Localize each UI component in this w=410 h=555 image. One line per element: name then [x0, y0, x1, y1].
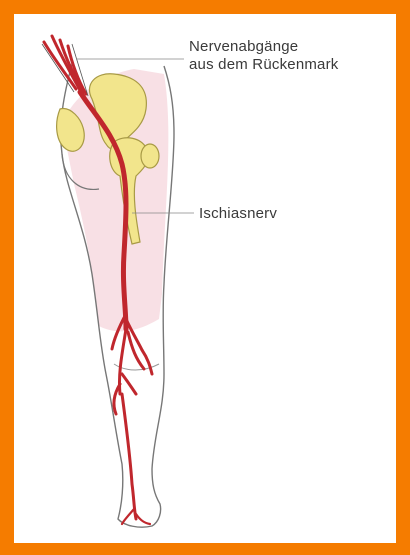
lower-leg-nerve: [122, 394, 136, 519]
illustration-panel: Nervenabgänge aus dem Rückenmark Ischias…: [14, 14, 396, 543]
nerve-origins-label-line1: Nervenabgänge: [189, 38, 339, 56]
knee-nerve-branches: [112, 314, 152, 414]
nerve-roots: [44, 36, 86, 94]
nerve-origins-label: Nervenabgänge aus dem Rückenmark: [189, 38, 339, 74]
leg-diagram: [14, 14, 396, 543]
sciatic-nerve-label: Ischiasnerv: [199, 205, 277, 223]
trochanter-bone: [141, 144, 159, 168]
nerve-origins-label-line2: aus dem Rückenmark: [189, 56, 339, 74]
